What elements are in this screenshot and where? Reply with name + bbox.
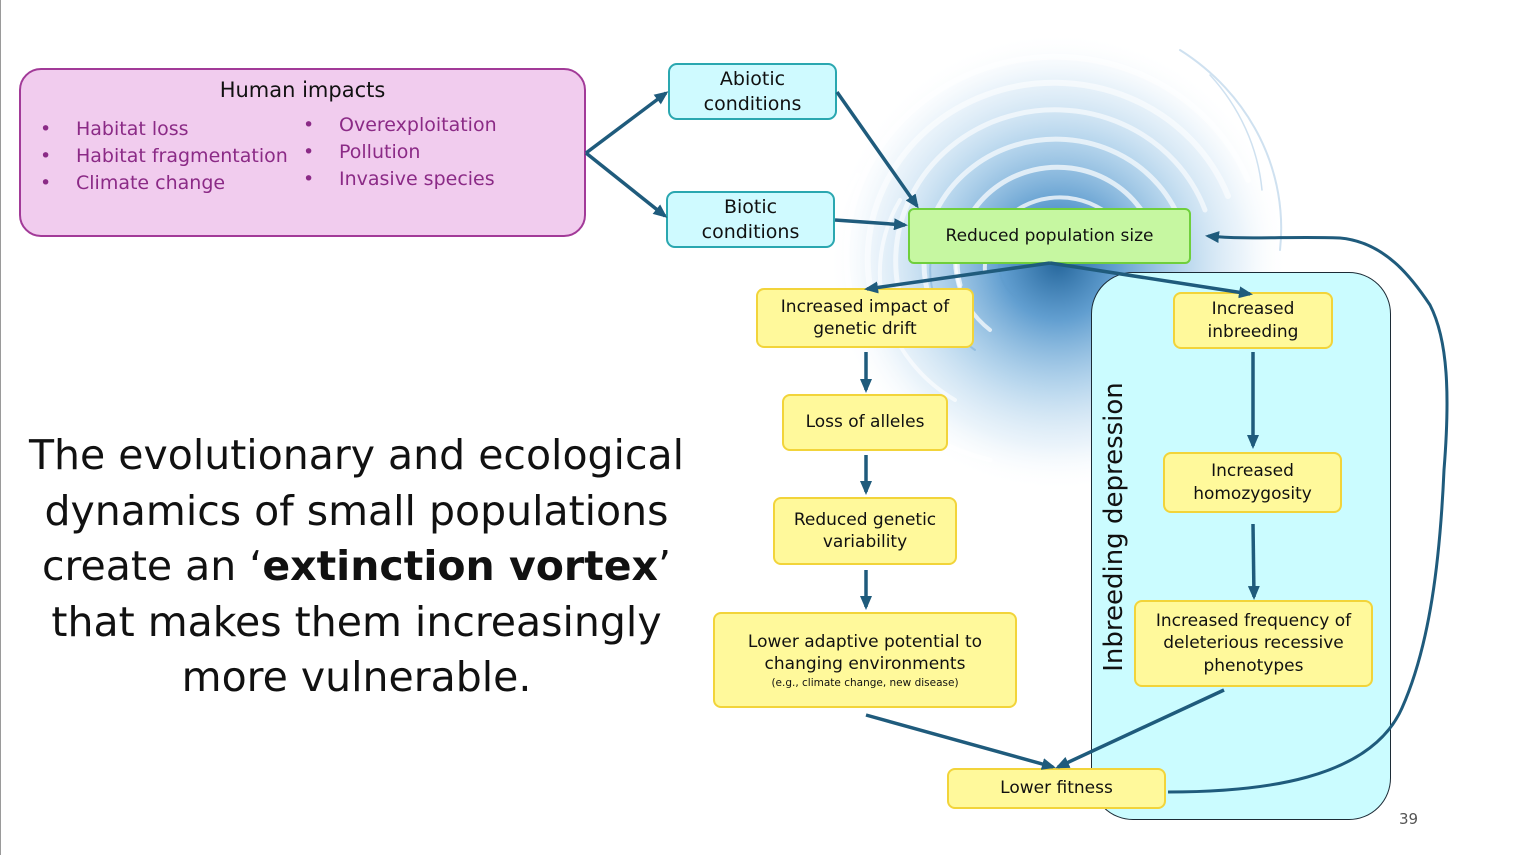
impact-item: Habitat fragmentation <box>40 143 288 170</box>
arrow-population-to-drift <box>864 261 1051 294</box>
impact-item: Climate change <box>40 170 288 197</box>
human-impacts-left-list: Habitat loss Habitat fragmentation Clima… <box>40 116 288 197</box>
arrow-human-to-biotic <box>584 151 668 218</box>
impact-item: Overexploitation <box>303 112 497 139</box>
arrow-human-to-abiotic <box>584 91 669 155</box>
human-impacts-title: Human impacts <box>219 78 386 102</box>
abiotic-conditions-box: Abiotic conditions <box>668 63 837 120</box>
reduced-genetic-variability-box: Reduced genetic variability <box>773 497 957 565</box>
impact-item: Habitat loss <box>40 116 288 143</box>
human-impacts-box: Human impacts Habitat loss Habitat fragm… <box>19 68 586 237</box>
arrow-homozygosity-to-frequency <box>1247 523 1260 600</box>
increased-frequency-box: Increased frequency of deleterious reces… <box>1134 600 1373 687</box>
lower-adaptive-potential-box: Lower adaptive potential to changing env… <box>713 612 1017 708</box>
human-impacts-right-list: Overexploitation Pollution Invasive spec… <box>303 112 497 193</box>
arrow-fitness-feedback-loop <box>1167 231 1449 794</box>
increased-homozygosity-box: Increased homozygosity <box>1163 452 1342 513</box>
impact-item: Invasive species <box>303 166 497 193</box>
arrow-population-to-inbreeding <box>1049 261 1253 299</box>
arrow-abiotic-to-population <box>835 90 919 209</box>
slide-edge <box>0 0 1 855</box>
extinction-vortex-emphasis: extinction vortex <box>262 542 658 590</box>
arrow-adaptive-to-fitness <box>865 713 1056 770</box>
arrow-biotic-to-population <box>834 218 908 231</box>
page-number: 39 <box>1399 810 1419 828</box>
lower-fitness-box: Lower fitness <box>947 768 1166 809</box>
reduced-population-size-box: Reduced population size <box>908 208 1191 264</box>
biotic-conditions-box: Biotic conditions <box>666 191 835 248</box>
lower-adaptive-note: (e.g., climate change, new disease) <box>771 676 959 689</box>
impact-item: Pollution <box>303 139 497 166</box>
loss-of-alleles-box: Loss of alleles <box>782 394 948 451</box>
increased-inbreeding-box: Increased inbreeding <box>1173 292 1333 349</box>
main-statement: The evolutionary and ecological dynamics… <box>28 431 685 701</box>
arrow-frequency-to-fitness <box>1055 688 1225 769</box>
